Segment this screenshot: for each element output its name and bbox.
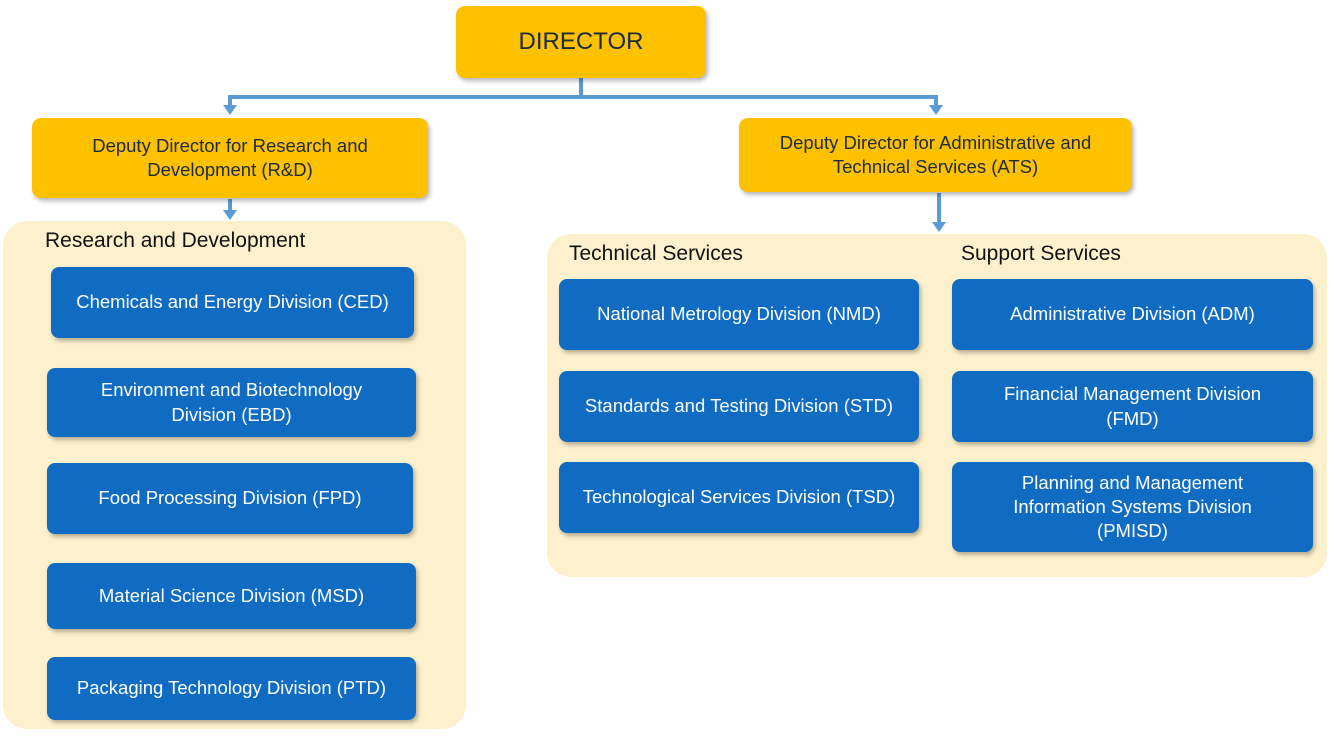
division-adm-label: Administrative Division (ADM)	[1010, 303, 1255, 325]
division-ced: Chemicals and Energy Division (CED)	[51, 267, 414, 338]
division-adm: Administrative Division (ADM)	[952, 279, 1313, 350]
director-label: DIRECTOR	[518, 28, 644, 56]
division-fmd-label: Financial Management Division (FMD)	[1003, 383, 1262, 429]
arrowhead-deputy-rd	[223, 105, 237, 115]
division-fpd-label: Food Processing Division (FPD)	[98, 487, 362, 509]
arrowhead-rd-group	[223, 210, 237, 220]
division-pmisd: Planning and Management Information Syst…	[952, 462, 1313, 552]
division-ptd: Packaging Technology Division (PTD)	[47, 657, 416, 720]
division-msd-label: Material Science Division (MSD)	[98, 584, 365, 606]
deputy-rd-box: Deputy Director for Research and Develop…	[32, 118, 428, 198]
division-tsd-label: Technological Services Division (TSD)	[582, 486, 896, 508]
deputy-ats-box: Deputy Director for Administrative and T…	[739, 118, 1132, 192]
division-ced-label: Chemicals and Energy Division (CED)	[76, 291, 389, 313]
division-std: Standards and Testing Division (STD)	[559, 371, 919, 442]
division-tsd: Technological Services Division (TSD)	[559, 462, 919, 533]
division-ebd-label: Environment and Biotechnology Division (…	[100, 379, 363, 425]
arrowhead-deputy-ats	[929, 105, 943, 115]
division-fmd: Financial Management Division (FMD)	[952, 371, 1313, 442]
division-std-label: Standards and Testing Division (STD)	[584, 395, 894, 417]
deputy-rd-label: Deputy Director for Research and Develop…	[92, 134, 368, 180]
division-msd: Material Science Division (MSD)	[47, 563, 416, 629]
division-ebd: Environment and Biotechnology Division (…	[47, 368, 416, 437]
division-nmd: National Metrology Division (NMD)	[559, 279, 919, 350]
support-services-title: Support Services	[961, 242, 1121, 265]
division-pmisd-label: Planning and Management Information Syst…	[1013, 471, 1252, 542]
division-fpd: Food Processing Division (FPD)	[47, 463, 413, 534]
division-ptd-label: Packaging Technology Division (PTD)	[76, 677, 387, 699]
arrowhead-ats-group	[932, 222, 946, 232]
deputy-ats-label: Deputy Director for Administrative and T…	[779, 131, 1092, 177]
rd-group-title: Research and Development	[45, 229, 306, 252]
division-nmd-label: National Metrology Division (NMD)	[597, 303, 881, 325]
technical-services-title: Technical Services	[569, 242, 743, 265]
director-box: DIRECTOR	[456, 6, 706, 78]
